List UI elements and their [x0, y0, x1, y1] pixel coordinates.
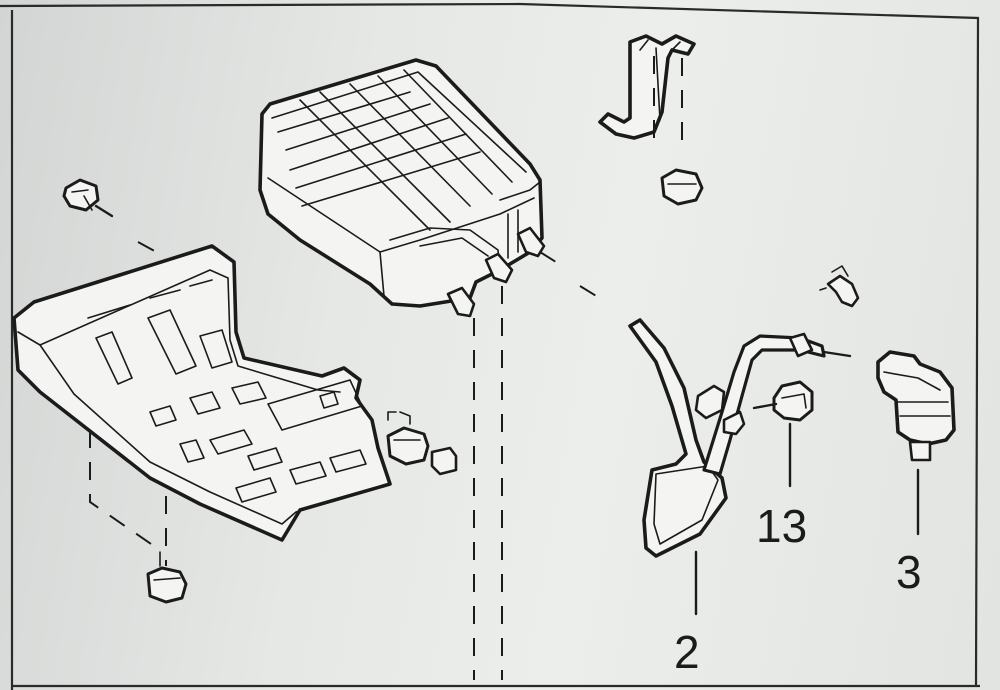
hose-clamp	[819, 265, 860, 308]
callout-2: 2	[674, 626, 700, 678]
bracket-nut	[660, 168, 704, 206]
charcoal-canister	[258, 58, 546, 318]
shield-nut-bottom	[146, 551, 188, 604]
clip-nut-center	[386, 426, 430, 466]
callout-3: 3	[896, 546, 922, 598]
callout-13: 13	[756, 500, 807, 552]
shield-plate	[12, 244, 392, 542]
vent-hose-assembly	[628, 318, 826, 558]
mounting-bracket	[598, 34, 696, 140]
shield-nut-top	[62, 178, 100, 212]
small-clip	[430, 446, 458, 476]
purge-valve-part-3	[876, 350, 956, 462]
diagram-border	[0, 2, 980, 690]
grommet-part-13	[772, 380, 814, 422]
